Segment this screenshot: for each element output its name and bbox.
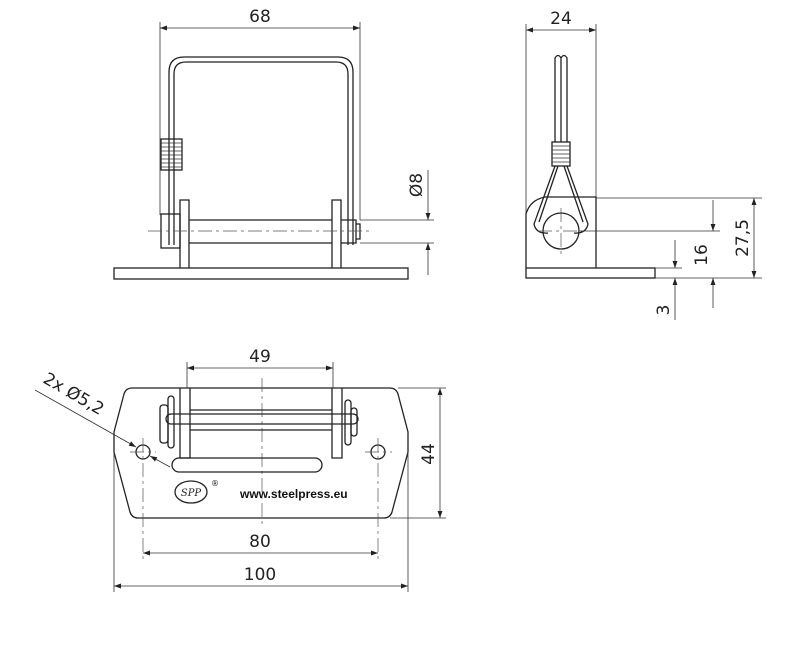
hole-spacing-dimension: 80 bbox=[249, 532, 271, 552]
bracket-gap-dimension: 49 bbox=[249, 347, 271, 367]
width-dimension: 68 bbox=[249, 7, 271, 27]
pin-height-dimension: 16 bbox=[692, 244, 712, 266]
height-dimension: 27,5 bbox=[733, 219, 753, 257]
pin-top bbox=[190, 409, 332, 431]
svg-text:SPP: SPP bbox=[181, 488, 202, 499]
bail-wire-outer bbox=[168, 56, 354, 245]
base-plate-top bbox=[113, 387, 409, 519]
left-upright bbox=[179, 199, 190, 268]
svg-text:®: ® bbox=[211, 479, 219, 488]
bail-wire-side bbox=[554, 54, 568, 142]
bail-wire-inner bbox=[173, 61, 349, 245]
right-upright bbox=[331, 199, 342, 268]
spring-coil-side bbox=[551, 141, 571, 167]
depth-dimension: 24 bbox=[550, 9, 572, 29]
plate-depth-dimension: 44 bbox=[419, 443, 439, 465]
hinge-pin bbox=[189, 219, 357, 244]
base-plate-front bbox=[113, 267, 409, 280]
plate-thickness-dimension: 3 bbox=[654, 305, 674, 316]
bail-top bbox=[165, 413, 359, 425]
website-text: www.steelpress.eu bbox=[239, 487, 348, 501]
steelpress-logo: SPP ® bbox=[174, 479, 219, 504]
top-view: 49 2x Ø5,2 44 80 100 SPP ® www.steelpres… bbox=[34, 347, 446, 592]
uprights-top bbox=[179, 388, 343, 459]
base-plate-side bbox=[525, 267, 656, 279]
side-view: 24 27,5 16 3 bbox=[525, 9, 762, 320]
bail-loop bbox=[533, 165, 589, 234]
front-view: 68 Ø8 bbox=[113, 7, 434, 280]
plate-length-dimension: 100 bbox=[244, 565, 276, 585]
side-bracket bbox=[525, 196, 597, 268]
pin-diameter-dimension: Ø8 bbox=[407, 173, 427, 197]
slot bbox=[171, 457, 323, 473]
spring-coil bbox=[160, 138, 183, 171]
